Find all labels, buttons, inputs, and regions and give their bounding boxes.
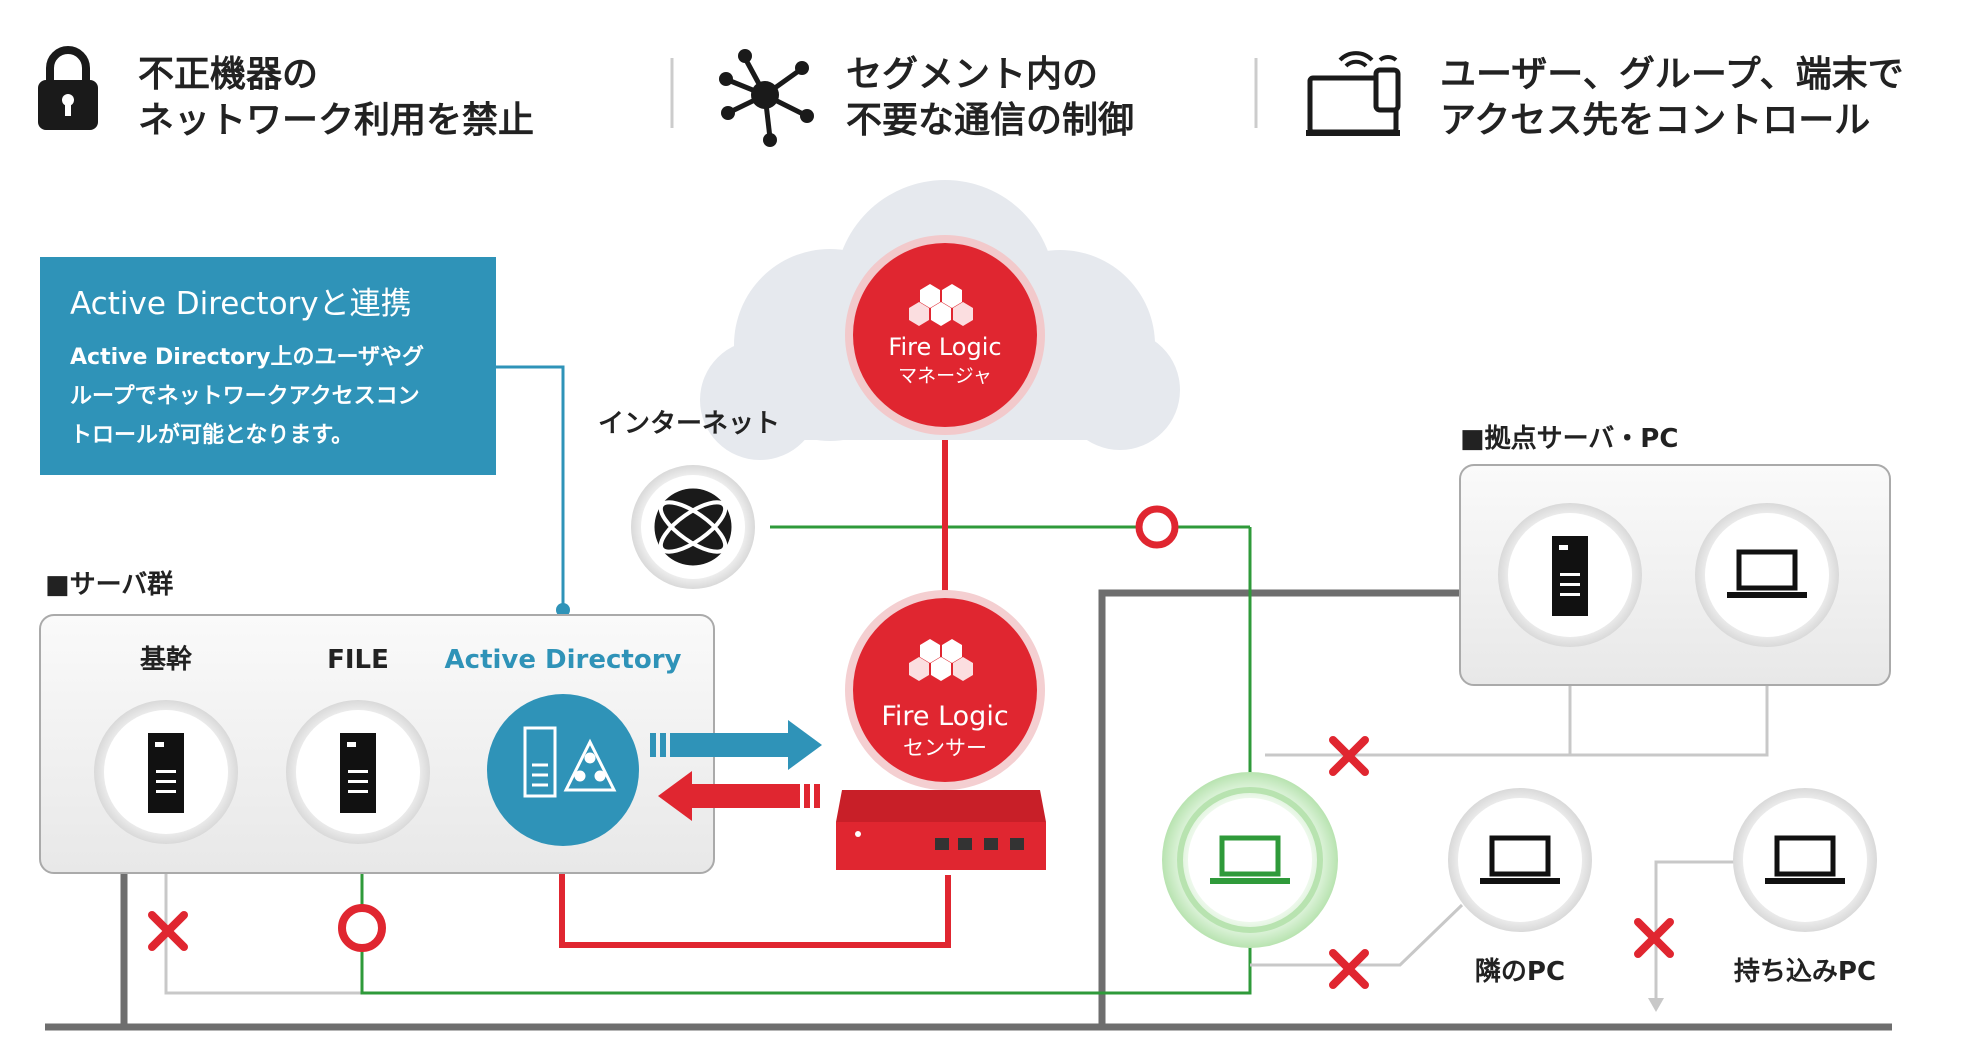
feature-2-line1: セグメント内の (846, 54, 1098, 95)
laptop-icon (1765, 835, 1845, 884)
denied-mark-byod (1634, 918, 1674, 958)
feature-1-line1: 不正機器の (138, 54, 318, 95)
ad-callout-line: ループでネットワークアクセスコン (70, 384, 420, 409)
server-icon (340, 733, 376, 813)
fire-logic-manager[interactable]: Fire Logic マネージャ (845, 235, 1045, 435)
denied-mark-kikan (148, 911, 188, 951)
manager-brand: Fire Logic (888, 333, 1001, 361)
sync-arrows (650, 720, 822, 821)
ad-callout-line: トロールが可能となります。 (70, 422, 353, 448)
branch-group: ■拠点サーバ・PC (1459, 423, 1891, 686)
allowed-mark (1135, 505, 1179, 549)
branch-laptop[interactable] (1695, 503, 1839, 647)
internet-node[interactable]: インターネット (598, 409, 780, 589)
ad-callout-line: Active Directory上のユーザやグ (70, 344, 424, 370)
denied-mark-neighbor (1329, 949, 1369, 989)
padlock-icon (38, 46, 98, 130)
server-label: FILE (327, 645, 389, 675)
laptop-icon (1210, 835, 1290, 884)
feature-1-line2: ネットワーク利用を禁止 (138, 100, 534, 141)
branch-label: ■拠点サーバ・PC (1460, 423, 1678, 454)
feature-header: 不正機器の ネットワーク利用を禁止 セグメント内の 不要な通信の制御 (38, 46, 1904, 147)
ad-callout-title: Active Directoryと連携 (70, 286, 412, 322)
server-label: Active Directory (445, 645, 682, 675)
server-group: ■サーバ群 基幹 FILE (39, 570, 715, 874)
ad-server-icon (523, 726, 617, 798)
denied-marks (148, 736, 1674, 989)
cloud (700, 180, 1180, 460)
neighbor-pc-label: 隣のPC (1475, 957, 1565, 987)
server-icon (1552, 536, 1588, 616)
neighbor-pc[interactable]: 隣のPC (1448, 788, 1592, 987)
allowed-pc[interactable] (1162, 772, 1338, 948)
ad-callout: Active Directoryと連携 Active Directory上のユー… (40, 257, 496, 475)
fire-logic-logo-icon (909, 284, 973, 326)
byod-pc-label: 持ち込みPC (1734, 957, 1876, 987)
byod-pc[interactable]: 持ち込みPC (1733, 788, 1877, 987)
server-group-label: ■サーバ群 (45, 570, 173, 600)
sensor-brand: Fire Logic (881, 701, 1008, 732)
sensor-appliance (836, 790, 1046, 870)
feature-3-line2: アクセス先をコントロール (1440, 100, 1870, 141)
network-node-icon (719, 49, 814, 147)
device-access-icon (1306, 51, 1401, 136)
server-active-directory[interactable]: Active Directory (445, 645, 682, 846)
manager-role: マネージャ (898, 365, 992, 387)
server-icon (148, 733, 184, 813)
server-kikan[interactable]: 基幹 (94, 644, 238, 844)
feature-2-line2: 不要な通信の制御 (846, 100, 1134, 141)
sensor-role: センサー (903, 736, 987, 760)
laptop-icon (1480, 835, 1560, 884)
server-label: 基幹 (140, 644, 193, 675)
feature-3-line1: ユーザー、グループ、端末で (1440, 54, 1904, 95)
allowed-mark-file (338, 904, 386, 952)
server-file[interactable]: FILE (286, 645, 430, 844)
denied-mark-branch (1329, 736, 1369, 776)
laptop-icon (1727, 549, 1807, 598)
internet-label: インターネット (598, 409, 780, 439)
fire-logic-sensor[interactable]: Fire Logic センサー (836, 590, 1046, 870)
fire-logic-logo-icon (909, 639, 973, 681)
globe-icon (651, 485, 735, 569)
branch-server[interactable] (1498, 503, 1642, 647)
